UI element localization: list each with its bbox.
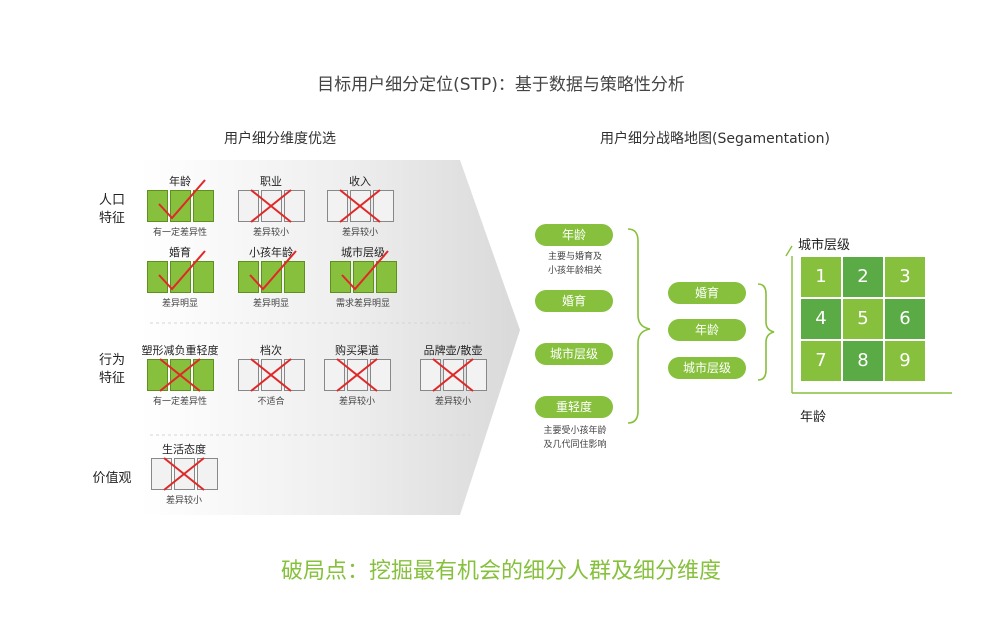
page-title: 目标用户细分定位(STP)：基于数据与策略性分析	[317, 75, 685, 95]
left-section-title: 用户细分维度优选	[224, 131, 336, 147]
dimension-city-tier: 城市层级 需求差异明显	[318, 245, 408, 309]
grid-cell: 3	[885, 257, 925, 297]
dimension-age: 年龄 有一定差异性	[135, 174, 225, 238]
dimension-note: 需求差异明显	[335, 299, 390, 309]
dimension-name: 职业	[260, 175, 282, 188]
dimension-name: 婚育	[169, 246, 191, 259]
dimension-note: 差异较小	[338, 397, 375, 407]
dimension-name: 塑形减负重轻度	[141, 344, 219, 357]
dimension-name: 小孩年龄	[249, 246, 293, 259]
grid-cell: 6	[885, 299, 925, 339]
dimension-note: 差异较小	[434, 397, 471, 407]
dimension-note: 差异较小	[341, 228, 378, 238]
dimension-note: 有一定差异性	[152, 228, 207, 238]
grid-y-label: 城市层级	[798, 238, 851, 253]
dimension-name: 生活态度	[162, 443, 206, 456]
grid-cell: 4	[801, 299, 841, 339]
dimension-name: 收入	[349, 175, 371, 188]
row-label-behavior: 行为 特征	[98, 353, 125, 386]
dimension-note: 差异较小	[165, 496, 202, 506]
dimension-name: 购买渠道	[335, 344, 379, 357]
dimension-occupation: 职业 差异较小	[226, 174, 316, 238]
brace-icon	[757, 283, 775, 381]
grid-cell: 5	[843, 299, 883, 339]
grid-cell: 7	[801, 341, 841, 381]
row-label-values: 价值观	[92, 471, 132, 486]
dimension-name: 品牌壶/散壶	[423, 344, 483, 357]
dimension-usage-degree: 塑形减负重轻度 有一定差异性	[135, 343, 225, 407]
dimension-name: 年龄	[169, 175, 191, 188]
grid-cell: 9	[885, 341, 925, 381]
dimension-child-age: 小孩年龄 差异明显	[226, 245, 316, 309]
dimension-note: 差异较小	[252, 228, 289, 238]
right-section-title: 用户细分战略地图(Segamentation)	[600, 131, 830, 147]
row-label-demographic: 人口 特征	[98, 193, 125, 226]
pill-marriage: 婚育	[535, 290, 613, 312]
dimension-name: 城市层级	[341, 246, 385, 259]
pill-age: 年龄	[535, 224, 613, 246]
dimension-note: 不适合	[257, 397, 285, 407]
pill-age-note: 主要与婚育及 小孩年龄相关	[547, 252, 602, 276]
dimension-income: 收入 差异较小	[315, 174, 405, 238]
pill-city-tier: 城市层级	[535, 343, 613, 365]
dimension-note: 差异明显	[161, 299, 198, 309]
bottom-conclusion: 破局点：挖掘最有机会的细分人群及细分维度	[280, 559, 721, 584]
dimension-brand: 品牌壶/散壶 差异较小	[408, 343, 498, 407]
pill-mid-age: 年龄	[668, 319, 746, 341]
pill-usage-degree-note: 主要受小孩年龄 及几代同住影响	[543, 426, 607, 450]
grid-x-label: 年龄	[800, 410, 827, 425]
dimension-grade: 档次 不适合	[226, 343, 316, 407]
dimension-name: 档次	[260, 344, 282, 357]
grid-axes	[785, 245, 952, 394]
grid-cell: 2	[843, 257, 883, 297]
dimension-note: 有一定差异性	[152, 397, 207, 407]
pill-usage-degree: 重轻度	[535, 396, 613, 418]
grid-cell: 1	[801, 257, 841, 297]
dimension-life-attitude: 生活态度 差异较小	[139, 442, 229, 506]
dimension-marriage: 婚育 差异明显	[135, 245, 225, 309]
left-panel-arrow-bg	[140, 160, 520, 515]
pill-mid-marriage: 婚育	[668, 282, 746, 304]
pill-mid-city-tier: 城市层级	[668, 357, 746, 379]
dimension-channel: 购买渠道 差异较小	[312, 343, 402, 407]
dimension-note: 差异明显	[252, 299, 289, 309]
grid-cell: 8	[843, 341, 883, 381]
brace-icon	[627, 228, 651, 424]
